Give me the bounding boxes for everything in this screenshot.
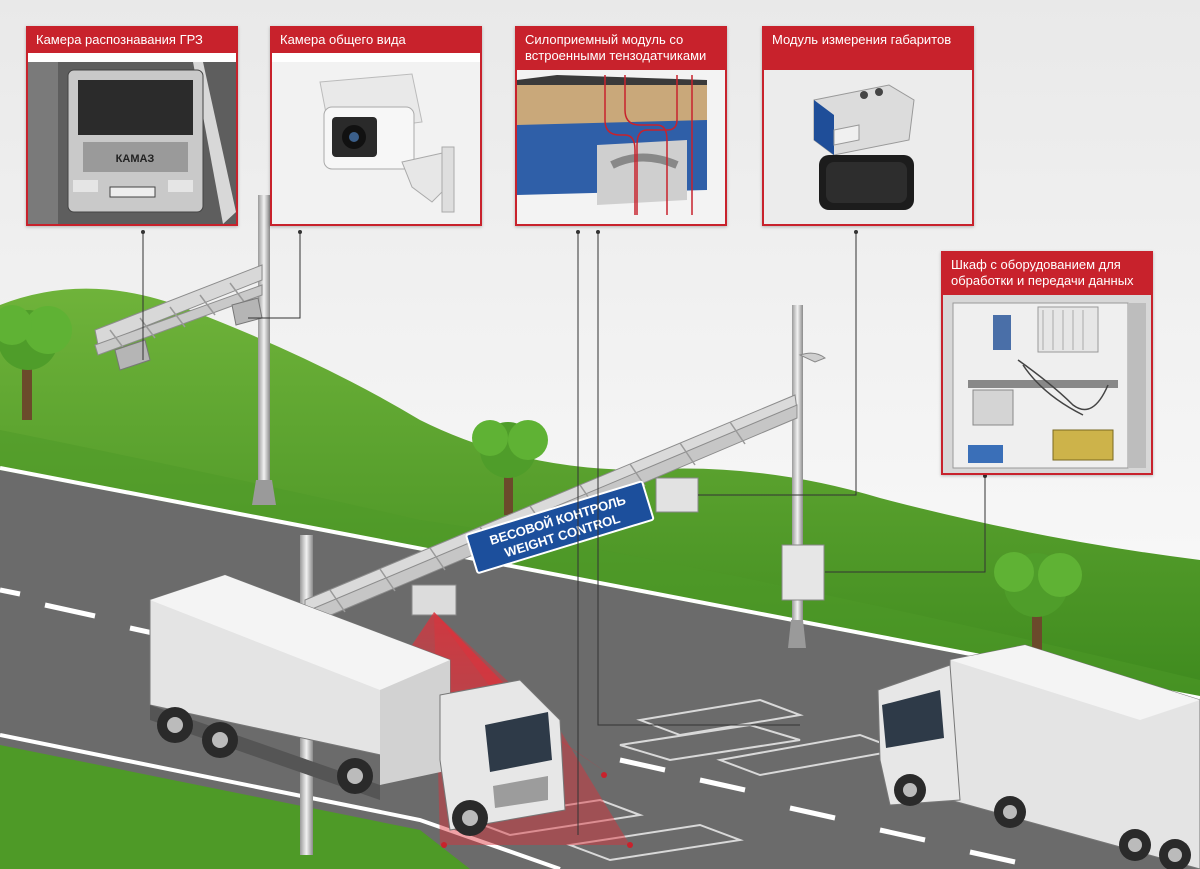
card-overview-camera-label: Камера общего вида [272, 28, 480, 53]
card-force-module-label: Силоприемный модуль со встроенными тензо… [517, 28, 725, 70]
truck-right [877, 644, 1200, 869]
callout-lines [142, 232, 986, 835]
card-dimension-module: Модуль измерения габаритов [762, 26, 974, 226]
card-grz-camera-label: Камера распознавания ГРЗ [28, 28, 236, 53]
kamaz-truck-photo: КАМАЗ [28, 62, 236, 224]
camera-pole-left [94, 195, 276, 505]
tree-middle [472, 420, 548, 515]
truck-brand-text: КАМАЗ [116, 153, 155, 165]
card-force-module: Силоприемный модуль со встроенными тензо… [515, 26, 727, 226]
grass-bottom [0, 745, 470, 869]
force-module-cross-section [517, 70, 725, 224]
tree-right [994, 552, 1082, 655]
card-overview-camera: Камера общего вида [270, 26, 482, 226]
laser-scanner-photo [764, 70, 972, 224]
road-edge-bottom [0, 733, 561, 869]
tree-left [0, 305, 72, 420]
card-grz-camera: Камера распознавания ГРЗ КАМАЗ [26, 26, 238, 226]
truck-left [149, 574, 566, 836]
card-equipment-cabinet: Шкаф с оборудованием для обработки и пер… [941, 251, 1153, 475]
equipment-cabinet-photo [943, 295, 1151, 473]
callout-dots [141, 230, 987, 478]
overview-camera-photo [272, 62, 480, 224]
card-equipment-cabinet-label: Шкаф с оборудованием для обработки и пер… [943, 253, 1151, 295]
card-dimension-module-label: Модуль измерения габаритов [764, 28, 972, 70]
